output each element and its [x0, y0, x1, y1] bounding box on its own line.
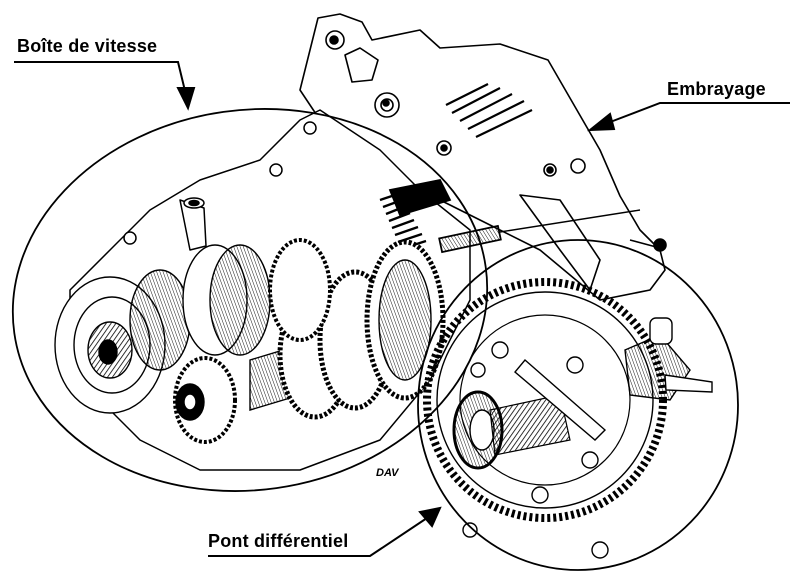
differential-ring-gear [423, 278, 713, 559]
shift-spring [379, 178, 641, 254]
leader-gearbox [14, 61, 196, 111]
clutch-housing [299, 13, 667, 301]
gearbox-callout-outline [11, 108, 489, 492]
gear-cluster [54, 238, 446, 444]
label-differential: Pont différentiel [208, 531, 349, 551]
stamp-text: DAV [376, 467, 400, 479]
label-gearbox: Boîte de vitesse [17, 36, 158, 56]
label-clutch: Embrayage [667, 79, 766, 99]
leader-clutch [586, 102, 790, 132]
vent-slots [445, 83, 533, 138]
leader-differential [208, 506, 442, 557]
differential-callout-outline [417, 239, 739, 571]
